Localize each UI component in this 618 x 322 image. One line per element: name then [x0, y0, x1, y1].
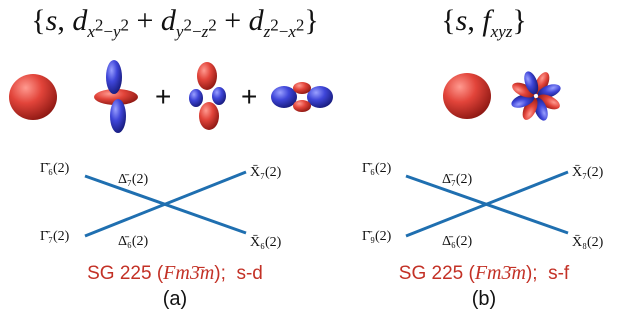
- plus-sign-1: +: [155, 81, 171, 112]
- basis-label-a: {s, dx2−y2 + dy2−z2 + dz2−x2}: [31, 4, 319, 41]
- label-x7-b: X̄₇(2): [572, 164, 604, 180]
- s-orbital-icon: [9, 74, 57, 120]
- label-delta6-b: Δ̄₆(2): [442, 234, 473, 249]
- panel-b: {s, fxyz}: [350, 0, 618, 322]
- label-delta7-b: Δ̄₇(2): [442, 172, 473, 187]
- d-orbital-icon-3: [271, 82, 333, 112]
- label-delta6: Δ̄₆(2): [118, 234, 149, 249]
- label-x6: X̄₆(2): [250, 234, 282, 250]
- diagram-b: Γ̄₆(2) Γ̄₉(2) Δ̄₇(2) Δ̄₆(2) X̄₇(2) X̄₈(2…: [362, 71, 604, 250]
- caption-b: (b): [471, 288, 497, 310]
- d-orbital-icon-2: [189, 62, 226, 130]
- band-line-b2: [405, 170, 569, 238]
- caption-a: (a): [162, 288, 188, 310]
- space-group-label-a: SG 225 (Fm3̄m); s-d: [87, 262, 263, 284]
- label-gamma7: Γ̄₇(2): [40, 229, 70, 244]
- label-x8-b: X̄₈(2): [572, 234, 604, 250]
- label-gamma9-b: Γ̄₉(2): [362, 229, 392, 244]
- label-delta7: Δ̄₇(2): [118, 172, 149, 187]
- diagram-a: + + Γ̄₆(2) Γ̄₇(2) Δ̄₇(2) Δ̄₆(2) X̄₇(2) X…: [9, 60, 333, 250]
- label-gamma6-b: Γ̄₆(2): [362, 161, 392, 176]
- band-line-2: [84, 170, 247, 238]
- space-group-label-b: SG 225 (Fm3̄m); s-f: [398, 262, 570, 284]
- plus-sign-2: +: [241, 81, 257, 112]
- s-orbital-icon-b: [443, 73, 491, 119]
- label-gamma6: Γ̄₆(2): [40, 161, 70, 176]
- label-x7: X̄₇(2): [250, 164, 282, 180]
- f-orbital-icon: [511, 71, 561, 121]
- d-orbital-icon-1: [94, 60, 138, 133]
- basis-label-b: {s, fxyz}: [441, 4, 527, 41]
- panel-a: {s, dx2−y2 + dy2−z2 + dz2−x2} +: [9, 4, 333, 310]
